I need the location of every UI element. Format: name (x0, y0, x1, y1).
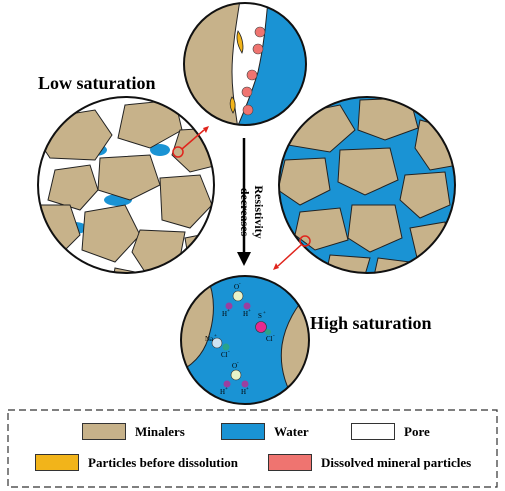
pointer-arrow-low (181, 126, 209, 150)
ion-label: Na (205, 335, 214, 343)
water-molecule (225, 290, 251, 310)
high-saturation-circle (278, 96, 456, 274)
zoom-marker-circle (299, 235, 311, 247)
s-cl-pair (255, 321, 271, 335)
ion-label: Cl (221, 351, 228, 359)
legend-item-dissolved: Dissolved mineral particles (268, 454, 471, 471)
ion-label: O (234, 283, 239, 291)
legend-label-water: Water (274, 423, 309, 439)
dissolved-particle (242, 104, 254, 116)
high-saturation-label: High saturation (310, 313, 432, 333)
dissolved-swatch (268, 454, 312, 471)
water-molecule (223, 369, 249, 388)
ion-label: + (246, 387, 249, 392)
ion-label: O (232, 362, 237, 370)
ion-label: + (248, 309, 251, 314)
water-film (235, 3, 306, 125)
legend-label-dissolved: Dissolved mineral particles (321, 454, 472, 470)
ion-label: H (241, 388, 246, 396)
ion-label: H (222, 310, 227, 318)
ion-label: - (239, 282, 241, 287)
mineral-grain (184, 3, 241, 125)
zoom-marker-circle (172, 146, 184, 158)
ion-label: + (225, 387, 228, 392)
ion-label: - (237, 361, 239, 366)
ion-label: Cl (266, 335, 273, 343)
low-saturation-circle (37, 96, 215, 274)
minerals-swatch (82, 423, 126, 440)
particle-before-dissolution (236, 30, 244, 54)
particles-before-swatch (35, 454, 79, 471)
ion-label: S (258, 312, 262, 320)
dissolved-particle (241, 86, 253, 98)
legend-item-particles-before: Particles before dissolution (35, 454, 238, 471)
dissolved-particle (252, 43, 264, 55)
top-zoom-circle (183, 2, 307, 126)
legend-item-pore: Pore (351, 423, 430, 440)
ion-label: - (273, 334, 275, 339)
pointer-arrow-high (273, 244, 302, 270)
resistivity-arrow (237, 138, 251, 266)
bottom-zoom-circle: O - H + H + Na + Cl - S + Cl - O - H + H… (180, 275, 310, 405)
legend-label-minerals: Minalers (135, 423, 185, 439)
particle-before-dissolution (229, 96, 236, 114)
arrow-label-line2: decreases (238, 187, 252, 237)
legend-box (7, 409, 498, 488)
dissolved-particle (254, 26, 266, 38)
water-swatch (221, 423, 265, 440)
ion-label: H (243, 310, 248, 318)
resistivity-decreases-label: Resistivity decreases (226, 172, 266, 252)
na-cl-pair (211, 337, 230, 351)
dissolved-particle (246, 69, 258, 81)
low-saturation-label: Low saturation (38, 73, 156, 93)
legend-label-particles-before: Particles before dissolution (88, 454, 238, 470)
legend-item-minerals: Minalers (82, 423, 185, 440)
legend-item-water: Water (221, 423, 309, 440)
ion-label: H (220, 388, 225, 396)
ion-label: - (228, 350, 230, 355)
ion-label: + (214, 334, 217, 339)
ion-label: + (227, 309, 230, 314)
arrow-label-line1: Resistivity (252, 185, 266, 239)
legend-label-pore: Pore (404, 423, 430, 439)
pore-swatch (351, 423, 395, 440)
ion-label: + (263, 311, 266, 316)
